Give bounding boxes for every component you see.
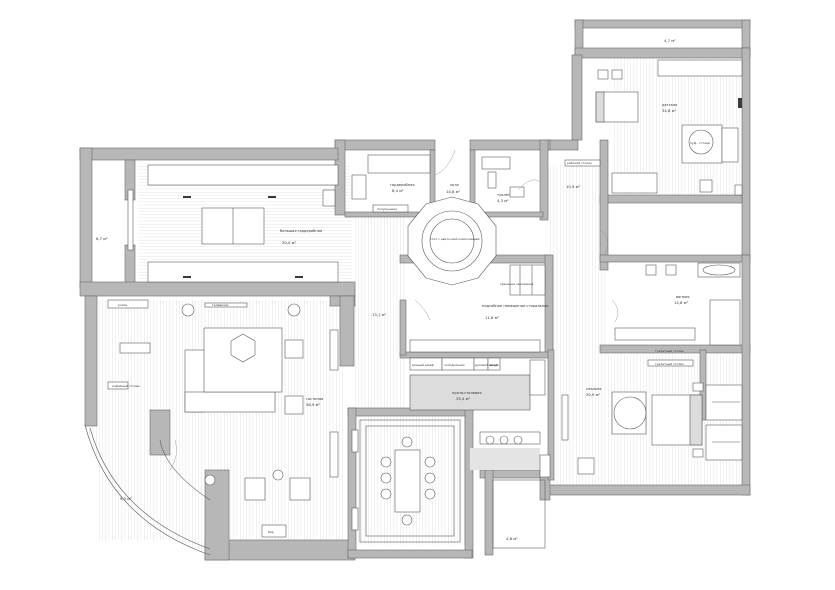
- toilet-area: 4,3 м²: [497, 198, 509, 203]
- labels: 4,7 м² детская 34,8 м² пуф - столик боль…: [96, 38, 710, 541]
- living-area: 58,9 м²: [306, 402, 321, 407]
- coffee-label: кофейный столик: [112, 384, 140, 388]
- utility: [409, 264, 546, 353]
- wardrobe-big-area: 30,0 м²: [282, 240, 297, 245]
- corridor-right-area: 10,9 м²: [566, 184, 581, 189]
- kitchen-wine-label: винный шкаф: [412, 363, 434, 367]
- kitchen-fridge-label: холодильник: [444, 363, 465, 367]
- coat-label: полукрышка: [377, 207, 397, 211]
- terrace-area: 9,3 м²: [120, 496, 132, 501]
- corridor-right: [564, 159, 608, 256]
- bath-area: 14,8 м²: [674, 300, 689, 305]
- toilet-label: туалет: [497, 193, 510, 197]
- kids-room: [595, 59, 743, 196]
- wardrobe-hall-toilet: [351, 149, 541, 286]
- kitchen-area: 35,4 м²: [456, 396, 471, 401]
- laundry-label: хранение чемоданов: [500, 282, 533, 286]
- bathroom: [611, 262, 741, 346]
- utility-label: подсобное помещение стиральная: [482, 304, 548, 308]
- bottom-balcony: [492, 479, 546, 549]
- bedroom-shelf-label: туалетный столик: [655, 362, 684, 366]
- hall-area: 14,8 м²: [446, 189, 461, 194]
- corridor-center-area: 13,1 м²: [372, 312, 387, 317]
- bedroom: [539, 359, 743, 478]
- piano-label: рояль: [118, 303, 127, 307]
- bar-label: бар: [268, 530, 274, 534]
- dining: [351, 419, 461, 543]
- living-room: [107, 299, 339, 538]
- wardrobe-label: гардеробная: [390, 183, 414, 187]
- wardrobe-big-label: большая гардеробная: [280, 229, 322, 233]
- kitchen-label: кухня-столовая: [452, 391, 481, 395]
- big-wardrobe: [127, 164, 339, 283]
- bath-shelf-label: туалетный столик: [655, 349, 684, 353]
- bedroom-label: спальня: [586, 387, 601, 391]
- kitchen-oven-label: духовой шкаф: [475, 363, 498, 367]
- wardrobe-area: 8,4 м²: [392, 188, 404, 193]
- living-label: гостиная: [306, 397, 323, 401]
- utility-area: 11,8 м²: [485, 315, 500, 320]
- bath-label: ванная: [676, 295, 689, 299]
- hall-label: холл: [450, 183, 459, 187]
- table-round-label: стол с цветочной композицией: [430, 237, 480, 241]
- pouf-label: пуф - столик: [690, 141, 710, 145]
- tv-label: телевизор: [212, 303, 229, 307]
- terrace-outline: [84, 424, 211, 556]
- kids-area: 34,8 м²: [662, 108, 677, 113]
- closet-left-area: 6,7 м²: [96, 236, 108, 241]
- balcony-top-area: 4,7 м²: [664, 38, 676, 43]
- kitchen-micro-label: микро: [489, 363, 499, 367]
- balcony-bottom-area: 4,8 м²: [506, 536, 518, 541]
- kids-label: детская: [662, 103, 677, 107]
- work-desk-label: рабочий столик: [567, 161, 592, 165]
- kitchen: [409, 357, 546, 470]
- bedroom-area: 30,9 м²: [586, 392, 601, 397]
